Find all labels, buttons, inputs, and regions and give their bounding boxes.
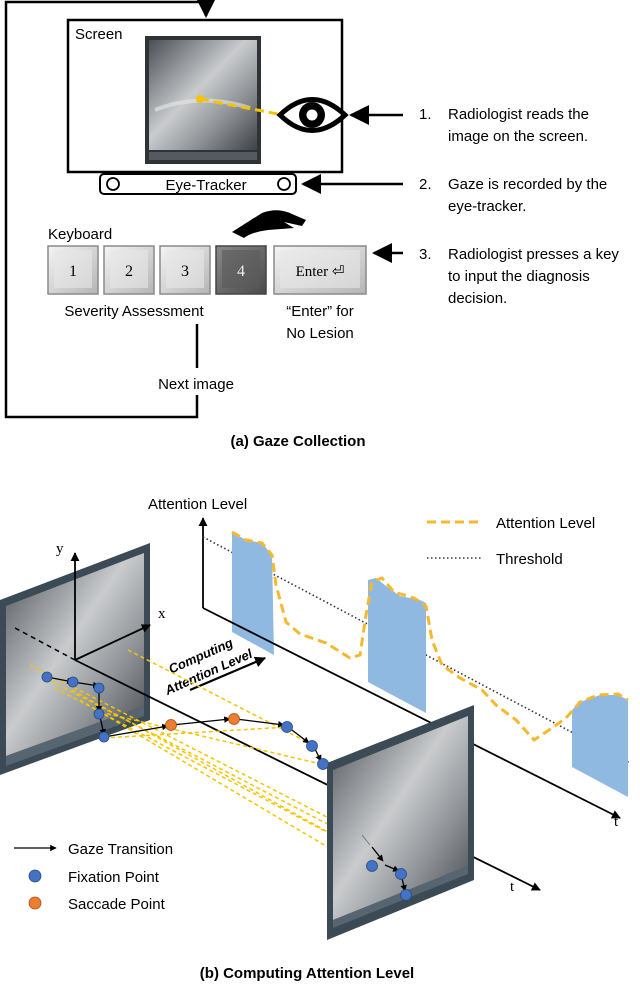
keyboard-label: Keyboard [48,226,112,243]
eye-tracker-label: Eye-Tracker [165,177,246,194]
step3-line1: Radiologist presses a key [448,246,619,263]
step1-number: 1. [419,106,432,123]
legend-attention-label: Attention Level [496,515,595,532]
next-image-label: Next image [158,376,234,393]
fixation-point [41,671,53,683]
key-4-label: 4 [237,263,245,280]
fixation-point [281,721,293,733]
enter-key: Enter ⏎ [273,245,367,295]
step2-number: 2. [419,176,432,193]
key-2-label: 2 [125,263,133,280]
threshold-line [202,536,631,764]
attention-t-label: t [614,814,619,830]
attention-axis-title: Attention Level [148,496,247,513]
key-3: 3 [159,245,211,295]
fixation-point [400,889,412,901]
legend-threshold-label: Threshold [496,551,563,568]
legend-fixation-swatch [28,869,42,883]
enter-caption-line1: “Enter” for [286,303,354,320]
second-frame-gaze [361,834,412,901]
next-image-loop [4,0,216,419]
fixation-point [395,868,407,880]
fixation-point [98,731,110,743]
screen-xray-image [145,36,261,164]
fixation-point [317,758,329,770]
panel-b: Attention Level Attention Level Threshol… [0,496,631,982]
step2-line1: Gaze is recorded by the [448,176,607,193]
fixation-point [366,860,378,872]
step1-line2: image on the screen. [448,128,588,145]
severity-caption: Severity Assessment [64,303,204,320]
fixation-point [67,676,79,688]
gaze-point [196,95,204,103]
saccade-point [228,713,240,725]
key-4-pressed: 4 [215,245,267,295]
legend-fixation-label: Fixation Point [68,869,160,886]
first-frame-x-axis [74,624,151,661]
attention-region-3 [572,695,628,797]
enter-key-label: Enter ⏎ [296,264,345,280]
panel-a: Screen Eye-Tracker 1. Radiologist reads … [4,0,619,450]
legend-transition-label: Gaze Transition [68,841,173,858]
fixation-point [93,682,105,694]
tracker-lens-left [106,177,120,191]
legend-saccade-swatch [28,896,42,910]
hand-icon [232,210,306,238]
key-1-label: 1 [69,263,77,280]
attention-region-2 [368,578,426,713]
time-axis-label: t [510,879,515,895]
computing-arrow [189,656,267,692]
enter-caption-line2: No Lesion [286,325,354,342]
fixation-point [93,708,105,720]
tracker-lens-right [277,177,291,191]
caption-b: (b) Computing Attention Level [200,965,414,982]
axis-y-label: y [56,541,64,557]
saccade-point [165,719,177,731]
attention-t-axis [202,607,621,819]
screen-label: Screen [75,26,123,43]
key-1: 1 [47,245,99,295]
second-image-frame [327,705,474,940]
step1-line1: Radiologist reads the [448,106,589,123]
eye-tracker-device [99,173,297,195]
first-frame-x-dashed [14,627,76,661]
step3-line3: decision. [448,290,507,307]
key-3-label: 3 [181,263,189,280]
axis-x-label: x [158,606,166,622]
eye-icon [276,97,349,133]
gaze-points [41,671,329,770]
attention-region-1 [232,532,274,655]
step2-line2: eye-tracker. [448,198,526,215]
attention-curve [231,530,629,742]
key-2: 2 [103,245,155,295]
step3-number: 3. [419,246,432,263]
legend-saccade-label: Saccade Point [68,896,166,913]
fixation-point [306,740,318,752]
step3-line2: to input the diagnosis [448,268,590,285]
caption-a: (a) Gaze Collection [230,433,365,450]
